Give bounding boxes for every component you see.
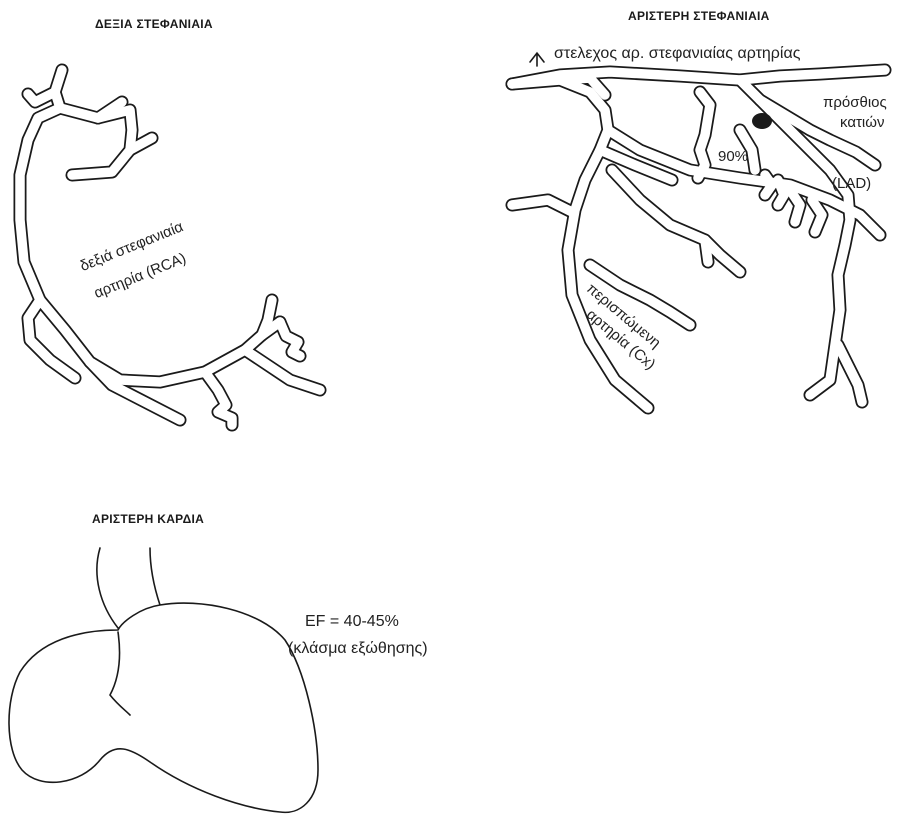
lad-label-line1: πρόσθιος [823,94,887,111]
stenosis-label: 90% [718,148,748,165]
right-coronary-artery-diagram [20,70,320,425]
lad-label-line2: κατιών [840,114,884,131]
vessel-line-right [150,548,160,605]
ef-value-label: EF = 40-45% [305,613,399,631]
left-heart-diagram [9,548,318,812]
heart-outline [9,603,318,812]
stenosis-marker [752,113,772,129]
arrow-up-icon [530,53,544,66]
left-main-label: στελεχος αρ. στεφανιαίας αρτηρίας [554,45,800,63]
lad-abbr-label: (LAD) [832,175,871,192]
ef-description-label: (κλάσμα εξώθησης) [288,640,428,658]
